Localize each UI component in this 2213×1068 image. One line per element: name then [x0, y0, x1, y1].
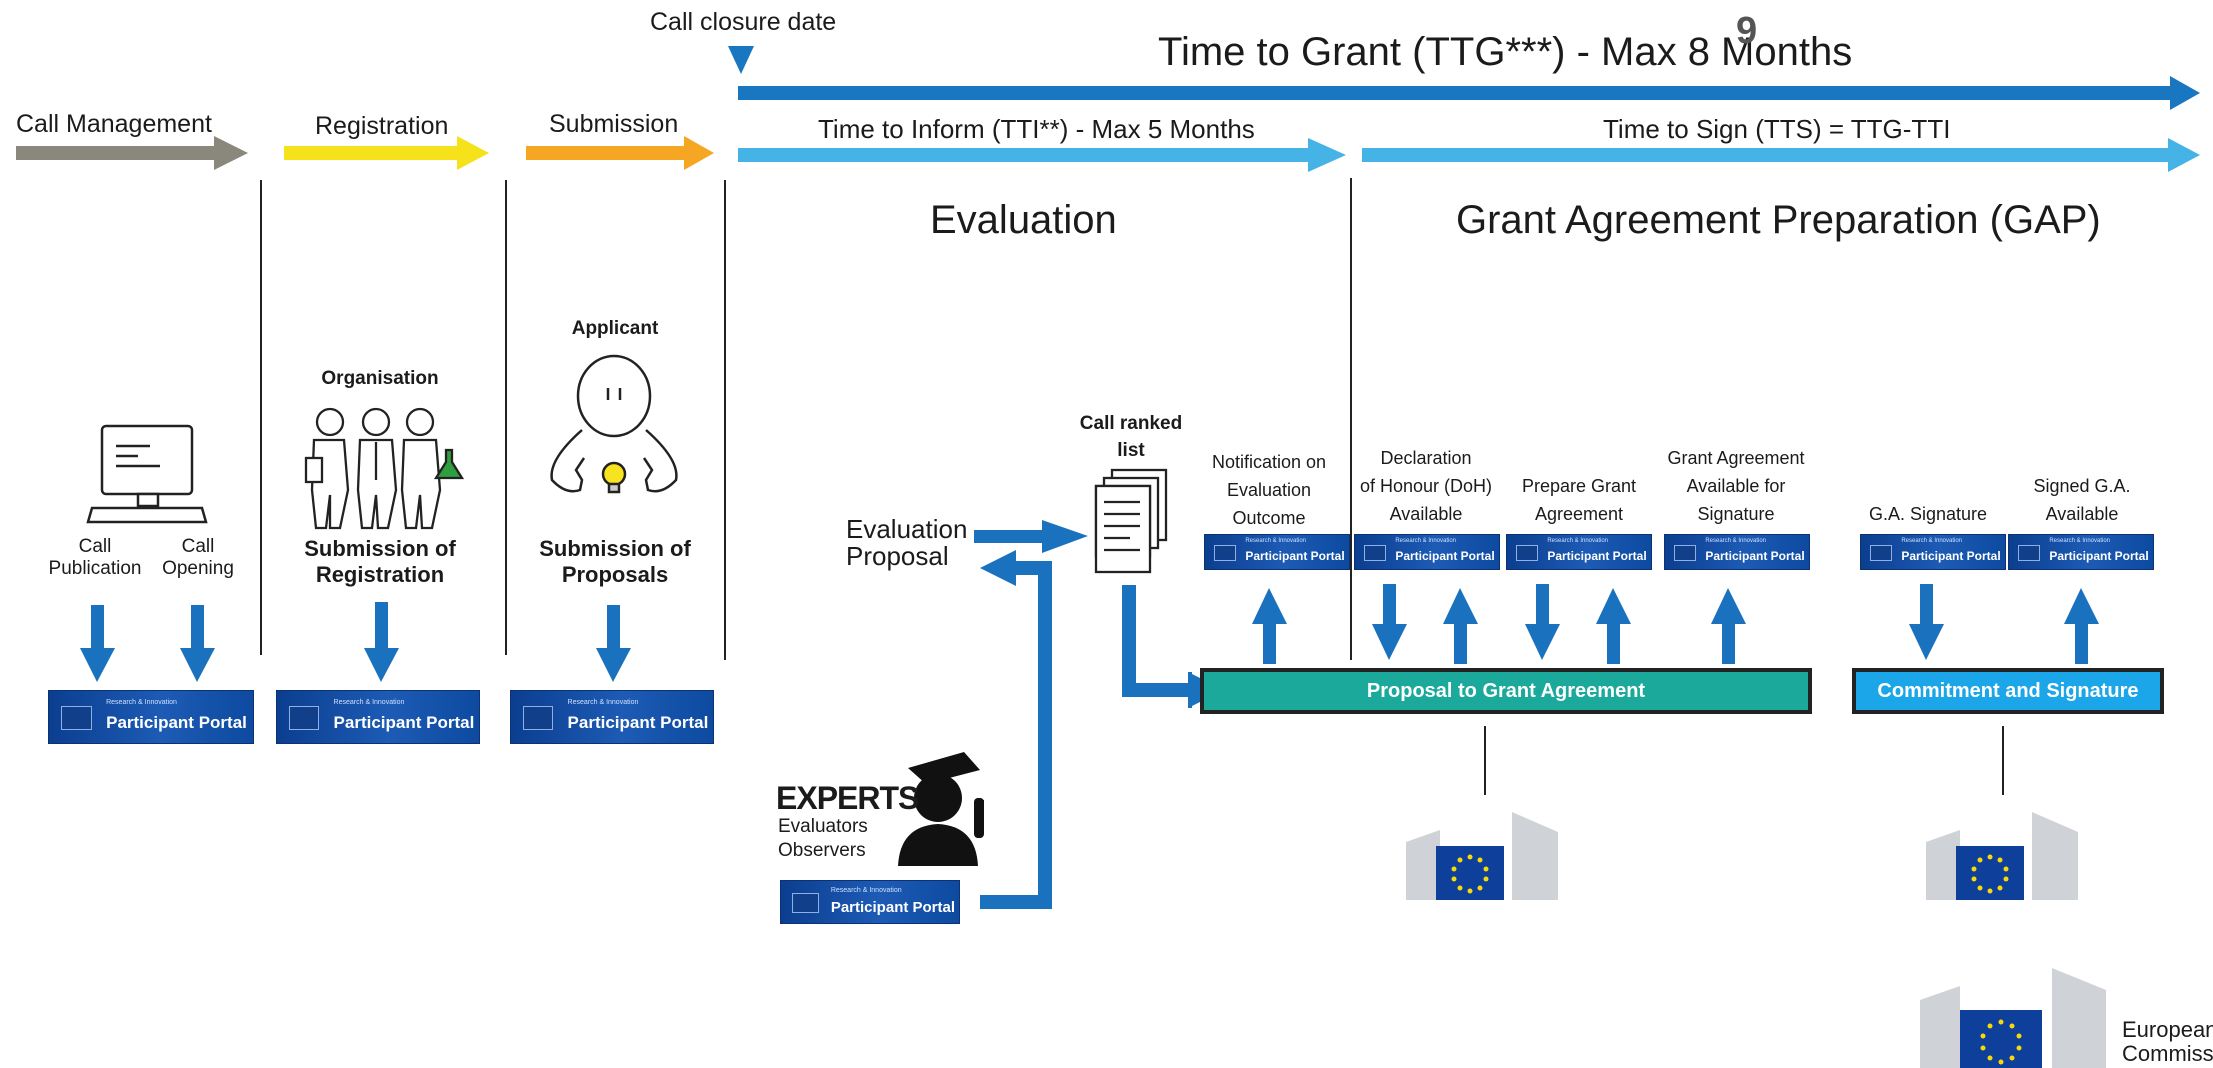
tti-arrow [738, 138, 1346, 172]
signed-ga-label: Signed G.A. Available [2033, 476, 2131, 524]
participant-portal-badge: Research & Innovation Participant Portal [2008, 534, 2154, 570]
applicant-icon [550, 354, 678, 494]
experts-evaluators: Evaluators [778, 816, 868, 837]
registration-arrow [284, 136, 489, 170]
call-publication-label: Call Publication [48, 536, 142, 579]
experts-loop-arrow [980, 550, 1052, 909]
gap-heading: Grant Agreement Preparation (GAP) [1456, 198, 2101, 242]
participant-portal-badge: Research & Innovation Participant Portal [276, 690, 480, 744]
call-management-label: Call Management [16, 110, 212, 138]
participant-portal-badge: Research & Innovation Participant Portal [1506, 534, 1652, 570]
submission-arrow [526, 136, 714, 170]
organisation-label: Organisation [321, 368, 439, 389]
participant-portal-badge: Research & Innovation Participant Portal [48, 690, 254, 744]
ranked-list-document-icon [1094, 468, 1168, 574]
organisation-people-icon [304, 407, 465, 530]
participant-portal-badge: Research & Innovation Participant Portal [1664, 534, 1810, 570]
call-management-arrow [16, 136, 248, 170]
down-arrows-left [80, 602, 631, 682]
proposal-to-ga-bar: Proposal to Grant Agreement [1200, 668, 1812, 714]
experts-title: EXPERTS [776, 780, 919, 816]
declaration-label: Declaration of Honour (DoH) Available [1359, 448, 1493, 524]
participant-portal-badge: Research & Innovation Participant Portal [780, 880, 960, 924]
call-opening-label: Call Opening [162, 536, 234, 579]
notification-label: Notification on Evaluation Outcome [1211, 452, 1327, 528]
submission-of-proposals-label: Submission of Proposals [539, 536, 691, 587]
eu-stars [1451, 854, 2022, 1065]
gap-up-down-arrows [1252, 584, 2099, 664]
expert-silhouette-icon [898, 752, 984, 866]
commitment-label: Commitment and Signature [1877, 679, 2139, 702]
participant-portal-badge: Research & Innovation Participant Portal [1860, 534, 2006, 570]
call-ranked-list-label: Call ranked list [1079, 413, 1183, 461]
evaluation-heading: Evaluation [930, 198, 1117, 242]
participant-portal-badge: Research & Innovation Participant Portal [1204, 534, 1350, 570]
time-to-sign-label: Time to Sign (TTS) = TTG-TTI [1603, 114, 1951, 144]
evaluation-proposal-label: Evaluation Proposal [846, 514, 968, 571]
ttg-arrow [738, 76, 2200, 110]
participant-portal-badge: Research & Innovation Participant Portal [1354, 534, 1500, 570]
eval-to-ranked-arrow [974, 520, 1088, 553]
ga-available-label: Grant Agreement Available for Signature [1667, 448, 1805, 524]
prepare-grant-label: Prepare Grant Agreement [1521, 476, 1637, 524]
ec-logo-3 [1920, 968, 2106, 1068]
participant-portal-badge: Research & Innovation Participant Portal [510, 690, 714, 744]
time-to-grant-label: Time to Grant (TTG***) - Max 8 Months [1158, 30, 1853, 74]
submission-label: Submission [549, 110, 679, 138]
registration-label: Registration [315, 112, 449, 140]
time-to-inform-label: Time to Inform (TTI**) - Max 5 Months [818, 114, 1255, 144]
commitment-bar: Commitment and Signature [1852, 668, 2164, 714]
submission-of-registration-label: Submission of Registration [304, 536, 456, 587]
applicant-label: Applicant [571, 318, 659, 339]
tts-arrow [1362, 138, 2200, 172]
call-closure-date-label: Call closure date [650, 8, 837, 36]
proposal-to-ga-label: Proposal to Grant Agreement [1366, 679, 1646, 702]
ec-logo-text: European Commission [2122, 1017, 2213, 1066]
experts-observers: Observers [778, 840, 866, 861]
page-number: 9 [1736, 10, 1758, 52]
computer-icon [86, 424, 208, 524]
ga-signature-label: G.A. Signature [1868, 504, 1988, 524]
call-closure-marker [728, 46, 754, 74]
